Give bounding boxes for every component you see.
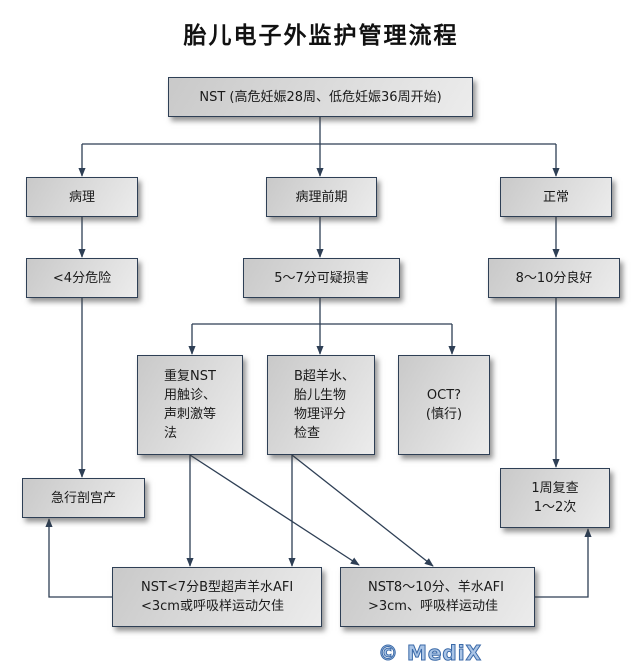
node-pathology-label: 病理	[68, 189, 95, 205]
node-good: 8～10分良好	[488, 258, 620, 298]
node-good-label: 8～10分良好	[515, 270, 593, 286]
node-bad-result-label: NST<7分B型超声羊水AFI <3cm或呼吸样运动欠佳	[141, 580, 294, 614]
edge-good-recheck-feedback	[535, 528, 592, 598]
edge-bad-cesarean	[45, 518, 112, 598]
node-suspicious: 5～7分可疑损害	[243, 258, 400, 298]
node-start-label: NST (高危妊娠28周、低危妊娠36周开始)	[199, 89, 442, 105]
node-prepathology-label: 病理前期	[295, 189, 348, 205]
node-cesarean: 急行剖宫产	[22, 478, 145, 518]
edge-bultra-good	[291, 454, 434, 567]
node-oct: OCT? (慎行)	[398, 355, 490, 455]
node-good-result-label: NST8～10分、羊水AFI >3cm、呼吸样运动佳	[368, 580, 504, 614]
node-oct-label: OCT? (慎行)	[425, 388, 463, 422]
edge-repeat-good	[189, 454, 360, 566]
node-bultrasound: B超羊水、 胎儿生物 物理评分 检查	[267, 355, 375, 455]
node-prepathology: 病理前期	[266, 177, 377, 217]
node-cesarean-label: 急行剖宫产	[50, 490, 116, 506]
node-danger-label: <4分危险	[52, 270, 112, 286]
node-repeat-nst-label: 重复NST 用触诊、 声刺激等 法	[164, 369, 217, 441]
node-start: NST (高危妊娠28周、低危妊娠36周开始)	[168, 77, 473, 117]
node-normal: 正常	[500, 177, 612, 217]
node-bultrasound-label: B超羊水、 胎儿生物 物理评分 检查	[294, 369, 355, 441]
node-recheck: 1周复查 1～2次	[500, 468, 610, 528]
node-bad-result: NST<7分B型超声羊水AFI <3cm或呼吸样运动欠佳	[112, 567, 322, 627]
node-pathology: 病理	[26, 177, 138, 217]
node-good-result: NST8～10分、羊水AFI >3cm、呼吸样运动佳	[340, 567, 535, 627]
node-recheck-label: 1周复查 1～2次	[531, 481, 579, 515]
watermark-logo: © MediX	[377, 641, 483, 665]
node-repeat-nst: 重复NST 用触诊、 声刺激等 法	[137, 355, 243, 455]
diagram-title: 胎儿电子外监护管理流程	[183, 22, 459, 49]
node-suspicious-label: 5～7分可疑损害	[274, 270, 369, 286]
node-danger: <4分危险	[26, 258, 138, 298]
node-normal-label: 正常	[542, 189, 569, 205]
